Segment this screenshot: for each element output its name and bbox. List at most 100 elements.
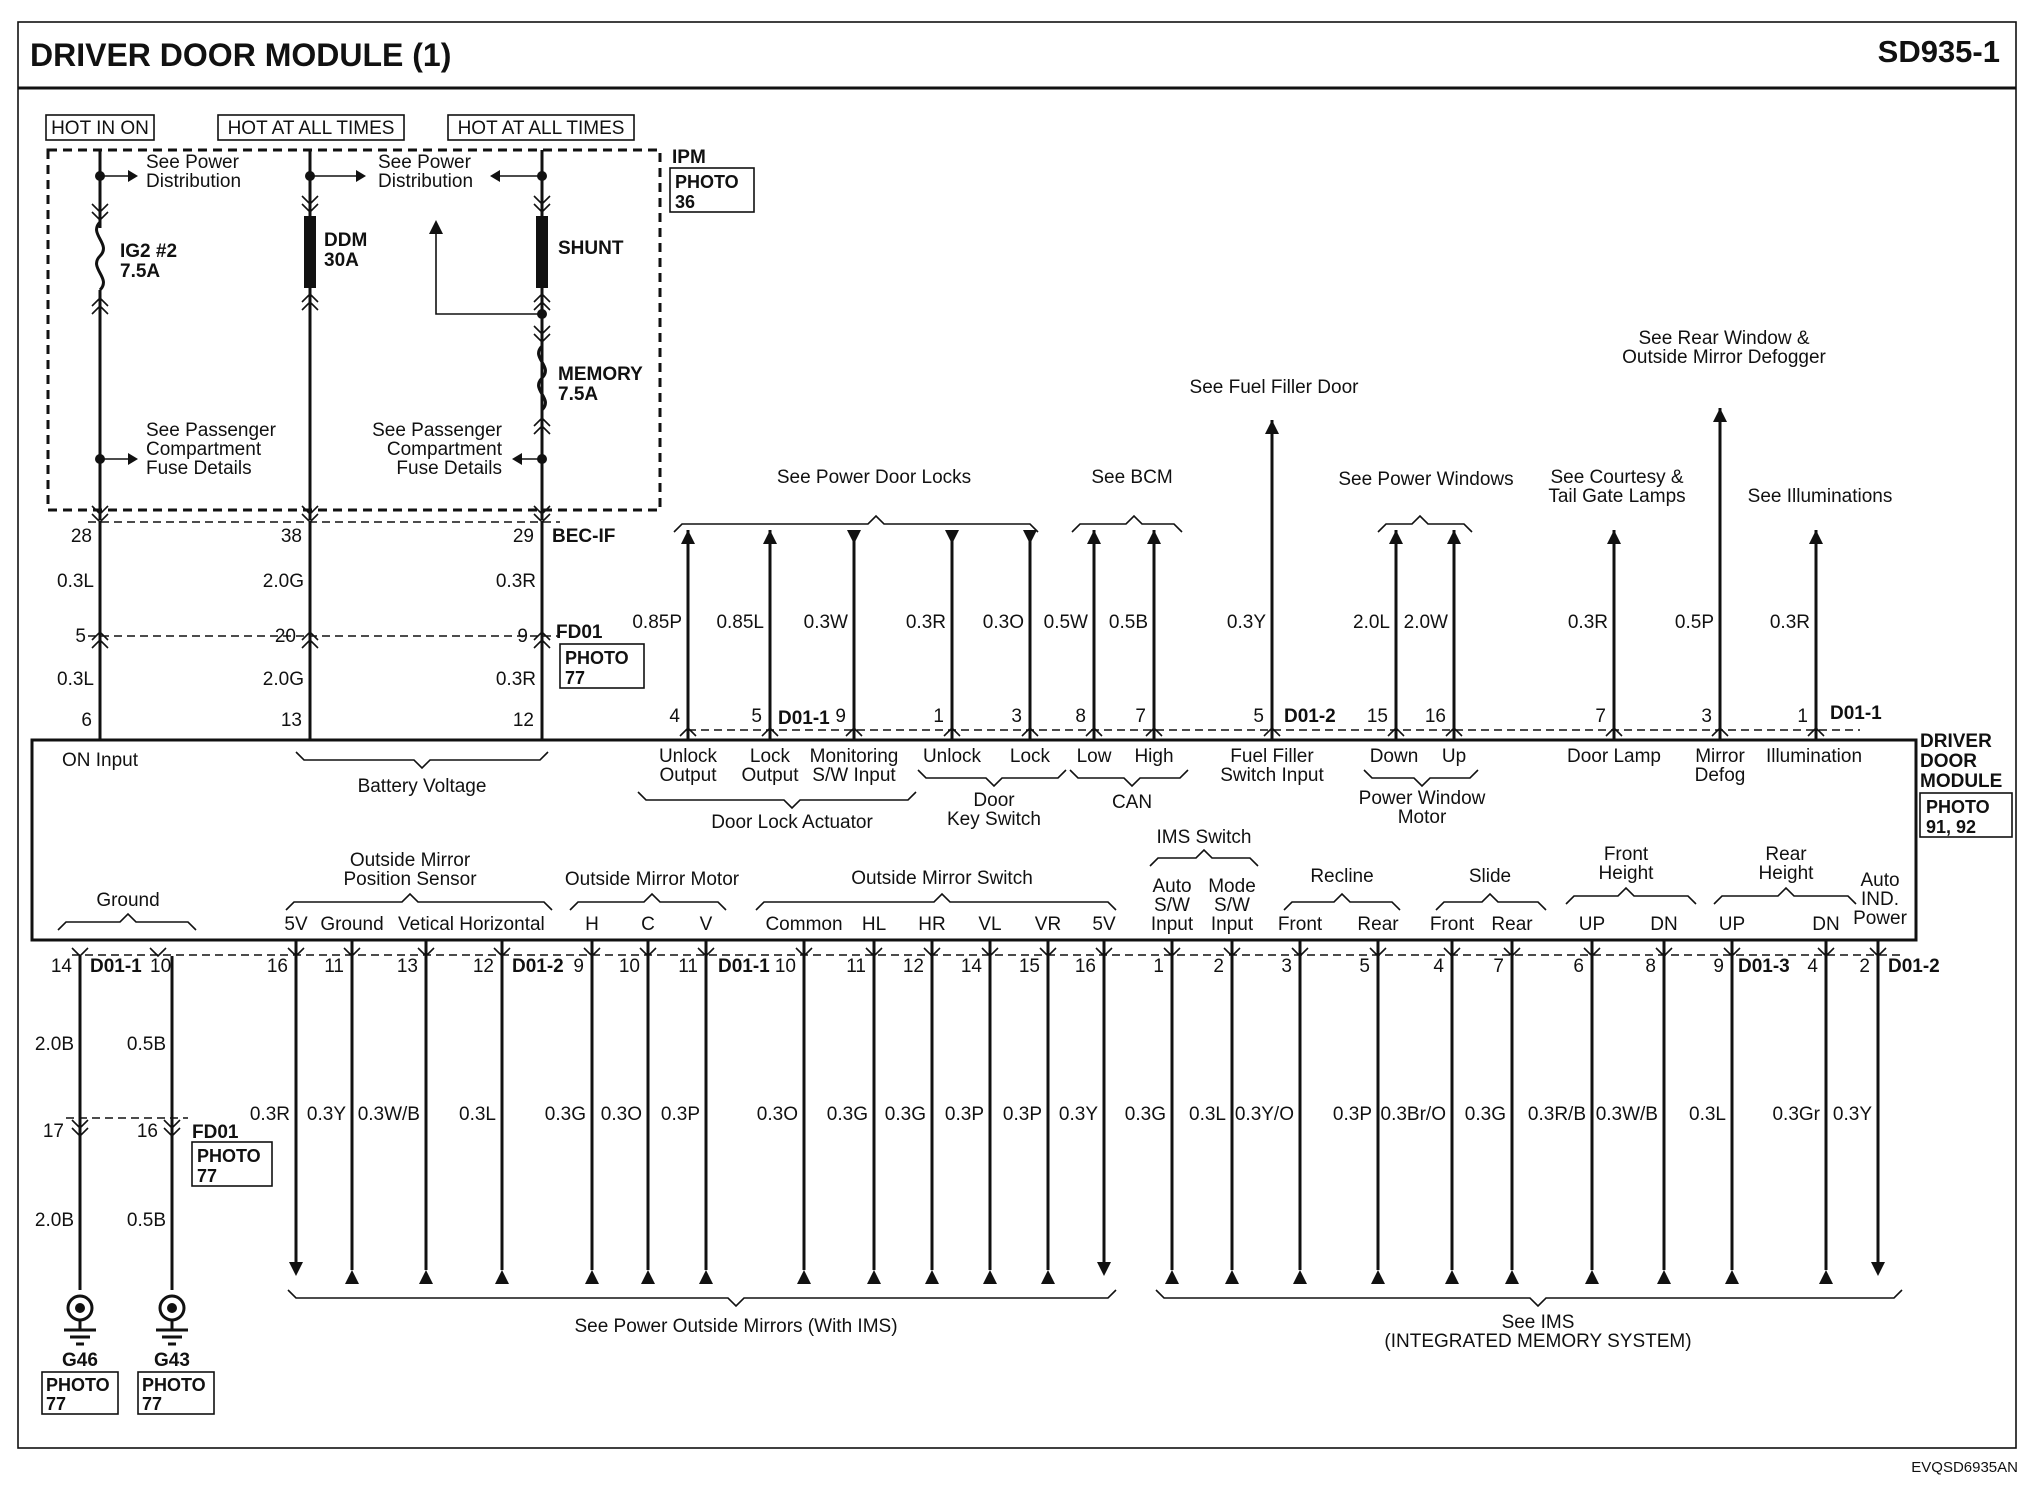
bottom-wire-pin-connector xyxy=(1723,947,1741,958)
module-bottom-signal-label: HL xyxy=(862,914,886,935)
feed-1-wire-color-1: 0.3L xyxy=(57,571,94,592)
top-wire-color: 2.0L xyxy=(1353,612,1390,633)
ground-1-pin-top: 14 xyxy=(51,956,73,977)
top-wire-pin: 5 xyxy=(751,706,762,727)
see-power-dist-2a: See Power xyxy=(378,152,472,173)
mirror-switch-label: Outside Mirror Switch xyxy=(851,868,1033,889)
module-top-signal-label: Output xyxy=(741,765,799,786)
module-top-signal-label: Monitoring xyxy=(810,746,899,767)
module-bottom-signal-label: 5V xyxy=(284,914,308,935)
bottom-wire-arrow-up xyxy=(1505,1270,1519,1284)
bottom-wire-color: 0.3L xyxy=(1189,1104,1226,1125)
pin-9-connector xyxy=(533,630,551,649)
bottom-wire-pin: 2 xyxy=(1859,956,1870,977)
module-top-signal-label: Output xyxy=(659,765,717,786)
bottom-wire-color: 0.3O xyxy=(601,1104,642,1125)
top-wire-pin: 5 xyxy=(1253,706,1264,727)
feed-2-pin-top: 38 xyxy=(281,526,302,547)
fd01-photo-box-bottom xyxy=(191,1141,273,1187)
bottom-wire-color: 0.3G xyxy=(885,1104,926,1125)
bottom-wire-color: 0.3R xyxy=(250,1104,290,1125)
auto-ind-power-label-3: Power xyxy=(1853,908,1908,929)
ground-g43-label: G43 xyxy=(154,1350,190,1371)
top-wire-color: 0.5B xyxy=(1109,612,1148,633)
module-bottom-signal-label: DN xyxy=(1650,914,1677,935)
top-wire-arrow-up xyxy=(1265,420,1279,434)
module-top-signal-label: Switch Input xyxy=(1220,765,1324,786)
ref-illuminations: See Illuminations xyxy=(1748,486,1893,507)
bottom-wire-arrow-down xyxy=(1871,1262,1885,1276)
module-photo-box xyxy=(1919,792,2013,838)
top-wire-color: 0.3R xyxy=(1568,612,1608,633)
fd01-photo-label-top: PHOTO xyxy=(565,648,629,668)
bottom-wire-arrow-up xyxy=(1585,1270,1599,1284)
ddm-fuse-name: DDM xyxy=(324,230,367,251)
bottom-wire-20: 0.3R/B6 xyxy=(1528,940,1601,1284)
shunt-branch-line xyxy=(435,232,542,315)
top-wire-5: 0.3O3 xyxy=(983,530,1039,740)
ref-courtesy-2: Tail Gate Lamps xyxy=(1548,486,1685,507)
top-wire-pin-connector xyxy=(845,726,863,737)
page-title: DRIVER DOOR MODULE (1) xyxy=(30,37,451,73)
feed-1-pin-top: 28 xyxy=(71,526,92,547)
top-wire-arrow-up xyxy=(1447,530,1461,544)
bottom-wire-color: 0.3R/B xyxy=(1528,1104,1586,1125)
module-name-2: DOOR xyxy=(1920,751,1977,772)
top-wire-pin: 3 xyxy=(1011,706,1022,727)
top-wire-color: 0.5W xyxy=(1044,612,1088,633)
module-top-signal-label: Up xyxy=(1442,746,1466,767)
bottom-wire-pin: 15 xyxy=(1019,956,1040,977)
ipm-junction-block: IPM PHOTO 36 See Power Distribution IG2 … xyxy=(46,147,755,520)
module-bottom-signal-label: Mode xyxy=(1208,876,1256,897)
ig2-dist-arrow xyxy=(128,170,138,182)
module-top-signal-label: Illumination xyxy=(1766,746,1862,767)
bottom-wire-arrow-up xyxy=(867,1270,881,1284)
bottom-wire-arrow-up xyxy=(495,1270,509,1284)
memory-connector-bottom xyxy=(533,416,551,435)
footer-code: EVQSD6935AN xyxy=(1911,1459,2018,1476)
bottom-wire-pin-connector xyxy=(1291,947,1309,958)
module-bottom-signal-label: Ground xyxy=(320,914,383,935)
shunt-connector-top xyxy=(533,195,551,214)
bottom-wire-pin: 2 xyxy=(1213,956,1224,977)
bottom-wire-color: 0.3W/B xyxy=(358,1104,420,1125)
bottom-wire-pin: 16 xyxy=(267,956,288,977)
brace-front-height xyxy=(1565,886,1697,905)
bottom-wire-color: 0.3P xyxy=(1003,1104,1042,1125)
module-body xyxy=(30,738,1918,942)
ground-2-pin-mid: 16 xyxy=(137,1121,158,1142)
feed-3-pin-mid: 9 xyxy=(517,626,528,647)
bottom-wire-10: 0.3G 12 xyxy=(885,940,941,1284)
shunt-label: SHUNT xyxy=(558,238,624,259)
bottom-wire-16: 0.3Y/O3 xyxy=(1235,940,1309,1284)
see-power-dist-1b: Distribution xyxy=(146,171,241,192)
battery-voltage-label: Battery Voltage xyxy=(358,776,487,797)
bottom-wire-color: 0.3Br/O xyxy=(1381,1104,1446,1125)
ground-1-pin-mid: 17 xyxy=(43,1121,64,1142)
bottom-wire-color: 0.3G xyxy=(1465,1104,1506,1125)
bottom-wire-pin: 4 xyxy=(1433,956,1444,977)
power-window-motor-label-1: Power Window xyxy=(1359,788,1486,809)
bottom-wire-pin: 12 xyxy=(903,956,924,977)
recline-label: Recline xyxy=(1310,866,1373,887)
bottom-wire-arrow-up xyxy=(585,1270,599,1284)
bottom-wire-5: 0.3G9 xyxy=(545,940,601,1284)
bottom-signal-wires: 0.3R160.3Y110.3W/B130.3L120.3G90.3O100.3… xyxy=(250,940,1887,1284)
see-passenger-1a: See Passenger xyxy=(146,420,277,441)
bottom-wire-pin-connector xyxy=(795,947,813,958)
module-bottom-signal-label: V xyxy=(700,914,713,935)
ground-group-label: Ground xyxy=(96,890,159,911)
fd01-bottom-connectors xyxy=(71,1119,181,1138)
shunt-branch-arrow xyxy=(429,220,443,234)
fd01-label-top: FD01 xyxy=(556,622,603,643)
bottom-wire-color: 0.3L xyxy=(1689,1104,1726,1125)
on-input-label: ON Input xyxy=(62,750,139,771)
feed-2-wire-color-2: 2.0G xyxy=(263,669,304,690)
module-bottom-signal-label: Vetical xyxy=(398,914,454,935)
module-top-signal-label: Defog xyxy=(1695,765,1746,786)
ref-courtesy-1: See Courtesy & xyxy=(1550,467,1683,488)
see-power-dist-2b: Distribution xyxy=(378,171,473,192)
top-wire-color: 0.3R xyxy=(1770,612,1810,633)
